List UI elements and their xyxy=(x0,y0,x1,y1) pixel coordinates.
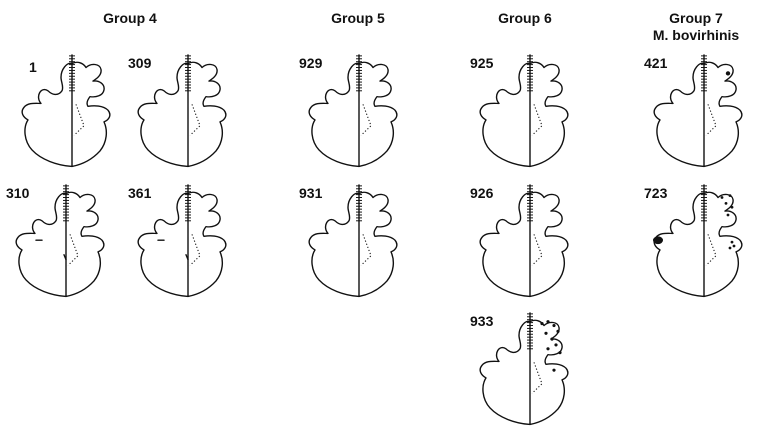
specimen-361-dotted-region xyxy=(190,234,200,265)
specimen-925-dotted-region xyxy=(532,104,542,135)
group-7-subtitle: M. bovirhinis xyxy=(636,27,756,44)
specimen-723-lesion-mark xyxy=(729,194,732,197)
specimen-723: 723 xyxy=(644,185,764,300)
group-7-title: Group 7 xyxy=(636,10,756,27)
specimen-929-outline xyxy=(309,55,397,167)
specimen-723-dotted-region xyxy=(706,234,716,265)
specimen-421-drawing xyxy=(644,55,764,170)
specimen-723-lesion-mark xyxy=(729,247,732,250)
specimen-723-lesion-mark xyxy=(727,214,730,217)
specimen-931-outline xyxy=(309,185,397,297)
specimen-309-outline xyxy=(138,55,226,167)
specimen-723-lesion-mark xyxy=(653,236,663,244)
specimen-926-outline xyxy=(480,185,568,297)
specimen-933-dotted-region xyxy=(532,362,542,393)
specimen-933-lesion-mark xyxy=(558,351,561,354)
specimen-310: 310 xyxy=(6,185,126,300)
specimen-933-lesion-mark xyxy=(552,369,555,372)
group-4-header: Group 4 xyxy=(75,10,185,27)
specimen-723-lesion-mark xyxy=(721,196,724,199)
specimen-933-drawing xyxy=(470,313,590,428)
specimen-933-lesion-mark xyxy=(550,338,553,341)
specimen-931: 931 xyxy=(299,185,419,300)
specimen-933-lesion-mark xyxy=(546,320,549,323)
specimen-1-dotted-region xyxy=(74,104,84,135)
specimen-925-outline xyxy=(480,55,568,167)
specimen-723-lesion-mark xyxy=(733,245,736,248)
specimen-421-dotted-region xyxy=(706,104,716,135)
specimen-925-number: 925 xyxy=(470,55,493,71)
specimen-925: 925 xyxy=(470,55,590,170)
specimen-931-number: 931 xyxy=(299,185,322,201)
specimen-933: 933 xyxy=(470,313,590,428)
group-6-title: Group 6 xyxy=(498,10,552,26)
specimen-933-lesion-mark xyxy=(546,347,549,350)
specimen-933-number: 933 xyxy=(470,313,493,329)
specimen-421-lesion-mark xyxy=(726,71,730,75)
specimen-926-drawing xyxy=(470,185,590,300)
specimen-310-drawing xyxy=(6,185,126,300)
specimen-929: 929 xyxy=(299,55,419,170)
specimen-933-lesion-mark xyxy=(540,322,543,325)
specimen-723-drawing xyxy=(644,185,764,300)
specimen-926-dotted-region xyxy=(532,234,542,265)
specimen-723-lesion-mark xyxy=(725,202,728,205)
specimen-931-drawing xyxy=(299,185,419,300)
specimen-933-outline xyxy=(480,313,568,425)
specimen-723-lesion-mark xyxy=(731,241,734,244)
specimen-931-dotted-region xyxy=(361,234,371,265)
specimen-1-number: 1 xyxy=(29,59,37,75)
specimen-723-number: 723 xyxy=(644,185,667,201)
specimen-926: 926 xyxy=(470,185,590,300)
specimen-310-number: 310 xyxy=(6,185,29,201)
specimen-933-lesion-mark xyxy=(544,332,547,335)
specimen-421: 421 xyxy=(644,55,764,170)
specimen-309-drawing xyxy=(128,55,248,170)
specimen-361-number: 361 xyxy=(128,185,151,201)
specimen-929-number: 929 xyxy=(299,55,322,71)
specimen-361-drawing xyxy=(128,185,248,300)
specimen-929-drawing xyxy=(299,55,419,170)
specimen-1: 1 xyxy=(12,55,132,170)
group-5-header: Group 5 xyxy=(303,10,413,27)
specimen-310-outline xyxy=(16,185,104,297)
group-5-title: Group 5 xyxy=(331,10,385,26)
specimen-933-lesion-mark xyxy=(554,343,557,346)
specimen-723-outline xyxy=(654,185,742,297)
group-4-title: Group 4 xyxy=(103,10,157,26)
specimen-310-dotted-region xyxy=(68,234,78,265)
specimen-929-dotted-region xyxy=(361,104,371,135)
specimen-933-lesion-mark xyxy=(556,330,559,333)
specimen-361-outline xyxy=(138,185,226,297)
specimen-361: 361 xyxy=(128,185,248,300)
specimen-309: 309 xyxy=(128,55,248,170)
specimen-926-number: 926 xyxy=(470,185,493,201)
specimen-309-dotted-region xyxy=(190,104,200,135)
group-6-header: Group 6 xyxy=(470,10,580,27)
specimen-723-lesion-mark xyxy=(731,206,734,209)
specimen-309-number: 309 xyxy=(128,55,151,71)
specimen-933-lesion-mark xyxy=(552,324,555,327)
specimen-925-drawing xyxy=(470,55,590,170)
specimen-421-number: 421 xyxy=(644,55,667,71)
group-7-header: Group 7 M. bovirhinis xyxy=(636,10,756,44)
